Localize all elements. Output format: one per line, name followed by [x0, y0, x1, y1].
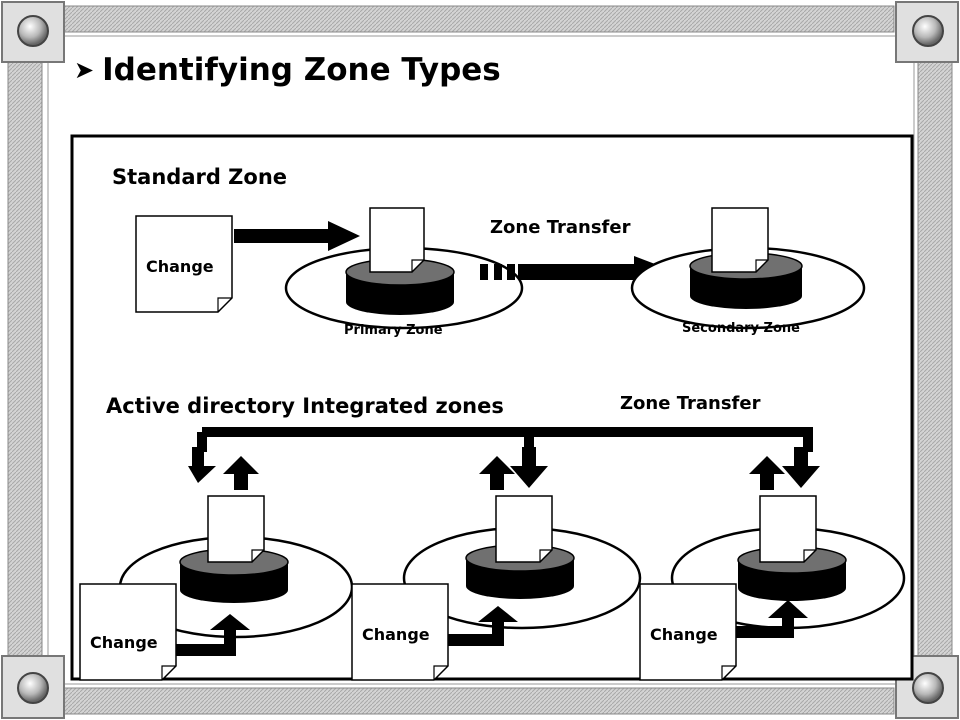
replicate-up-arrow-2	[479, 456, 515, 490]
adi-server-1	[79, 495, 354, 681]
adi-server-3	[639, 495, 906, 681]
standard-change-label: Change	[146, 257, 214, 276]
adi-server-1-change-label: Change	[90, 633, 158, 652]
slide-title-text: Identifying Zone Types	[102, 52, 501, 88]
slide-title: ➤ Identifying Zone Types	[74, 50, 501, 90]
adi-server-2-change-label: Change	[362, 625, 430, 644]
corner-knob-tr-icon	[895, 1, 959, 63]
adi-heading: Active directory Integrated zones	[106, 394, 504, 418]
corner-knob-tl-icon	[1, 1, 65, 63]
replicate-down-arrow-2	[510, 447, 548, 488]
replicate-down-arrow-3	[782, 447, 820, 488]
corner-knob-bl-icon	[1, 655, 65, 719]
replication-bracket	[202, 427, 813, 452]
adi-transfer-label: Zone Transfer	[620, 393, 761, 414]
secondary-zone-label: Secondary Zone	[682, 321, 800, 336]
change-to-primary-arrow	[234, 221, 360, 251]
corner-knob-br-icon	[895, 655, 959, 719]
standard-transfer-label: Zone Transfer	[490, 217, 631, 238]
replicate-down-arrow-1	[188, 447, 216, 483]
replicate-up-arrow-1	[223, 456, 259, 490]
secondary-zone-file-icon	[711, 207, 769, 273]
primary-zone-label: Primary Zone	[344, 323, 443, 338]
primary-zone-file-icon	[369, 207, 425, 273]
arrow-bullet-icon: ➤	[74, 56, 95, 84]
adi-server-2	[351, 495, 642, 681]
standard-zone-heading: Standard Zone	[112, 165, 287, 189]
standard-change-document	[135, 215, 233, 313]
adi-server-3-change-label: Change	[650, 625, 718, 644]
replicate-up-arrow-3	[749, 456, 785, 490]
